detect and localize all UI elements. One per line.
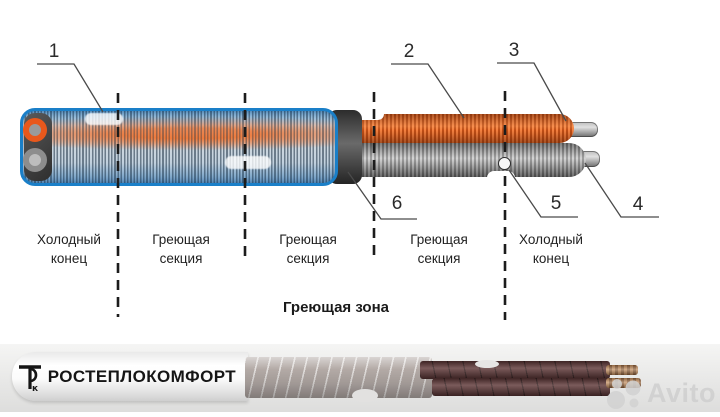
callout-5: 5 bbox=[550, 193, 562, 214]
leader-line-3 bbox=[497, 62, 567, 122]
cold-wire-notch bbox=[487, 171, 515, 178]
section-label-line: конец bbox=[532, 251, 570, 266]
photo-insulated-wire-top bbox=[420, 361, 610, 379]
hot-wire-notch bbox=[352, 114, 384, 120]
section-label-line: секция bbox=[286, 251, 330, 266]
product-photo-strip: к РОСТЕПЛОКОМФОРТ Avito bbox=[0, 344, 720, 412]
svg-text:к: к bbox=[32, 384, 38, 392]
heating-element-wire bbox=[352, 114, 574, 143]
hot-core-circle bbox=[23, 118, 47, 142]
section-label-line: Холодный bbox=[519, 232, 583, 247]
avito-logo-icon bbox=[607, 379, 641, 409]
leader-line-2 bbox=[391, 63, 465, 119]
brand-monogram-tk-icon: к bbox=[18, 364, 41, 392]
callout-4: 4 bbox=[632, 194, 644, 215]
section-label-line: секция bbox=[159, 251, 203, 266]
photo-copper-tip-bottom bbox=[606, 378, 641, 388]
photo-braid-notch bbox=[352, 389, 378, 402]
callout-3: 3 bbox=[508, 40, 520, 61]
section-label-line: Холодный bbox=[37, 232, 101, 247]
leader-line-5 bbox=[508, 169, 578, 218]
cold-conductor-wire bbox=[340, 143, 586, 177]
leader-line-1 bbox=[37, 63, 104, 113]
callout-2: 2 bbox=[403, 41, 415, 62]
heating-zone-label: Греющая зона bbox=[283, 299, 389, 316]
callout-6: 6 bbox=[391, 193, 403, 214]
callout-1: 1 bbox=[48, 41, 60, 62]
section-label-line: Греющая bbox=[152, 232, 210, 247]
avito-watermark-text: Avito bbox=[647, 378, 716, 408]
cable-outer-jacket bbox=[20, 108, 338, 186]
jacket-glare-top bbox=[85, 113, 123, 125]
section-label-heating-1: Греющая секция bbox=[121, 230, 241, 268]
brand-name-text: РОСТЕПЛОКОМФОРТ bbox=[47, 366, 236, 386]
photo-wire-notch bbox=[475, 360, 499, 368]
photo-metal-braid bbox=[245, 357, 432, 398]
photo-insulated-wire-bottom bbox=[432, 378, 610, 396]
jacket-glare-bottom bbox=[225, 156, 271, 169]
section-label-line: Греющая bbox=[279, 232, 337, 247]
splice-point-marker bbox=[498, 157, 511, 170]
photo-white-jacket: к РОСТЕПЛОКОМФОРТ bbox=[12, 352, 248, 401]
section-label-line: секция bbox=[417, 251, 461, 266]
section-label-line: конец bbox=[50, 251, 88, 266]
section-label-heating-3: Греющая секция bbox=[379, 230, 499, 268]
section-label-cold-end-right: Холодный конец bbox=[491, 230, 611, 268]
cold-core-circle bbox=[23, 148, 47, 172]
avito-watermark: Avito bbox=[606, 376, 716, 411]
section-label-heating-2: Греющая секция bbox=[248, 230, 368, 268]
section-label-cold-end-left: Холодный конец bbox=[9, 230, 129, 268]
section-label-line: Греющая bbox=[410, 232, 468, 247]
photo-copper-tip-top bbox=[606, 365, 638, 375]
